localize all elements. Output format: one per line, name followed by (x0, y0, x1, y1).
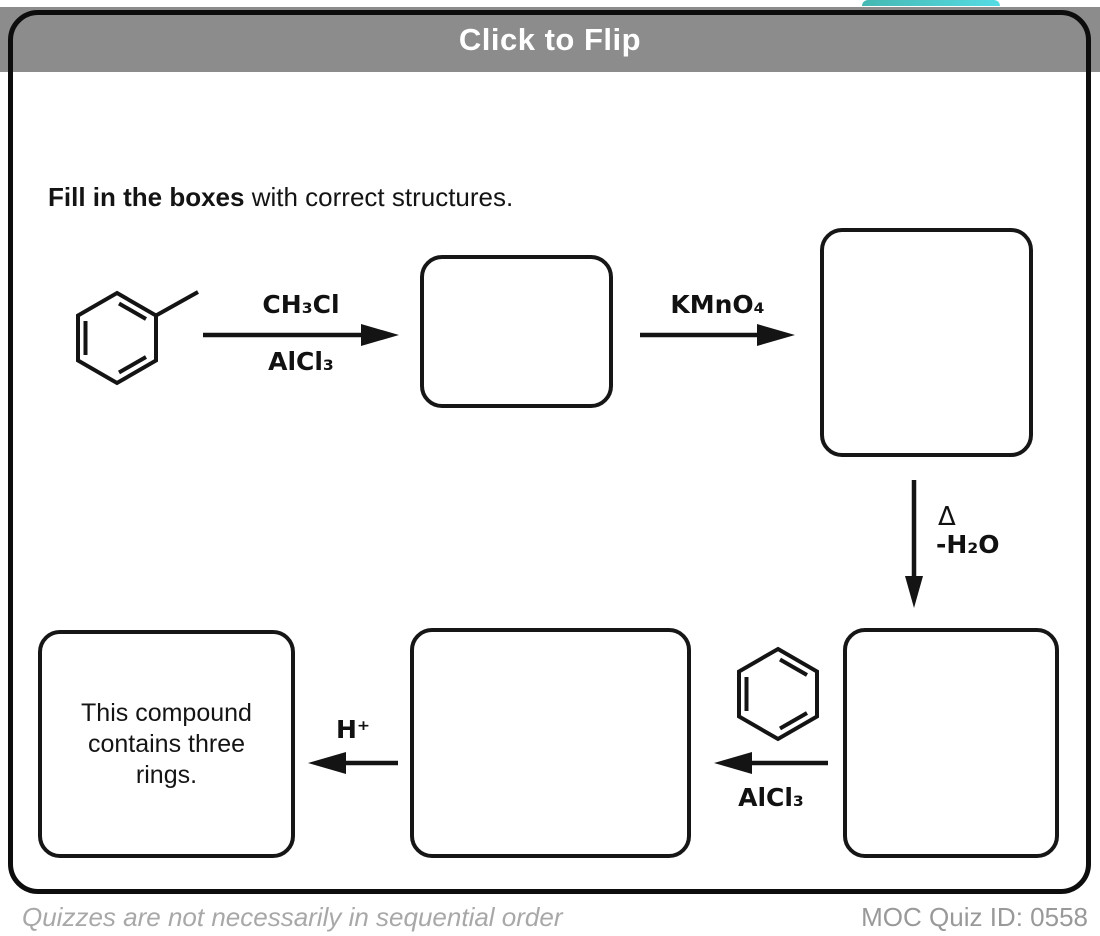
instruction-rest: with correct structures. (244, 182, 514, 212)
flip-tab[interactable] (862, 0, 1000, 6)
answer-box-4[interactable] (410, 628, 691, 858)
benzene-structure (737, 646, 819, 742)
flip-card-title[interactable]: Click to Flip (458, 21, 642, 57)
answer-box-2[interactable] (820, 228, 1033, 457)
card-header[interactable]: Click to Flip (0, 7, 1100, 72)
arrow-left-step5 (308, 752, 398, 774)
arrow-down-step3 (905, 480, 923, 608)
minus-h2o-label: -H₂O (936, 530, 1000, 559)
arrow-right-step2 (640, 324, 795, 346)
result-box-text: This compound contains three rings. (81, 698, 252, 789)
heat-delta-label: Δ (938, 502, 956, 532)
toluene-structure (76, 290, 199, 386)
reagent-ch3cl-label: CH₃Cl (262, 290, 340, 319)
result-box[interactable]: This compound contains three rings. (38, 630, 295, 858)
footer-note: Quizzes are not necessarily in sequentia… (22, 902, 563, 932)
answer-box-3[interactable] (843, 628, 1059, 858)
flashcard-front[interactable] (8, 10, 1091, 894)
acid-hplus-label: H⁺ (335, 715, 371, 744)
answer-box-1[interactable] (420, 255, 613, 408)
reagent-kmno4-label: KMnO₄ (670, 290, 765, 319)
catalyst-alcl3-bottom-label: AlCl₃ (738, 783, 804, 812)
arrow-right-step1 (203, 324, 399, 346)
quiz-id-label: MOC Quiz ID: 0558 (861, 902, 1088, 932)
instruction-text: Fill in the boxes with correct structure… (48, 182, 513, 213)
arrow-left-step4 (714, 752, 828, 774)
instruction-bold: Fill in the boxes (48, 182, 245, 212)
catalyst-alcl3-label: AlCl₃ (268, 347, 334, 376)
